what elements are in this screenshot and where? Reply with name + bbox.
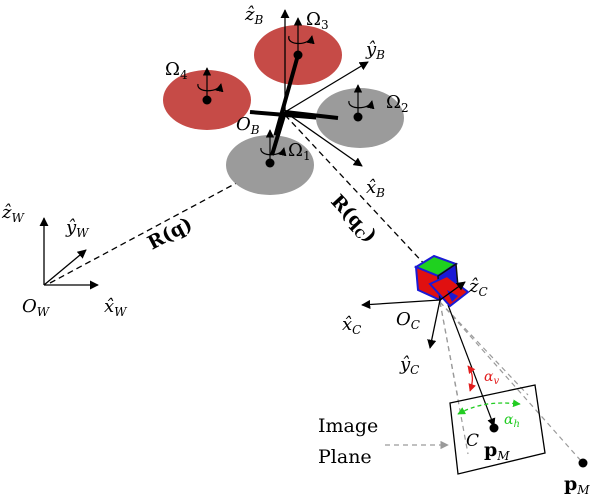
camera-frame-axes <box>361 281 466 349</box>
label-omega-1: Ω1 <box>288 140 311 163</box>
rqc-link <box>284 114 429 269</box>
label-omega-3: Ω3 <box>306 9 329 32</box>
label-yB: ŷB <box>365 39 385 62</box>
label-RqC: R(qC) <box>325 190 381 248</box>
world-frame-axes <box>39 217 99 290</box>
label-image: Image <box>318 415 378 437</box>
label-omega-2: Ω2 <box>386 92 409 115</box>
image-plane <box>449 384 546 475</box>
alpha-v-arc <box>467 365 476 392</box>
label-xC: x̂C <box>342 314 361 337</box>
label-OB: OB <box>236 114 260 137</box>
label-xW: x̂W <box>104 296 128 319</box>
omega-4-arrow <box>197 67 224 100</box>
yC-axis <box>427 299 441 349</box>
label-plane: Plane <box>318 446 372 468</box>
label-alpha-h: αh <box>504 412 520 430</box>
camera-fov-lines <box>439 301 583 463</box>
yW-axis <box>43 249 87 286</box>
projected-point <box>489 423 499 433</box>
label-pM-world: pM <box>564 473 590 494</box>
omega-2-arrow <box>348 84 375 117</box>
label-C: C <box>466 431 479 451</box>
yB-axis <box>284 61 369 113</box>
label-yC: ŷC <box>399 354 419 377</box>
label-alpha-v: αv <box>484 369 499 387</box>
body-frame-axes <box>280 9 369 167</box>
xC-axis <box>361 299 441 310</box>
label-zB: ẑB <box>244 4 263 27</box>
arm-right <box>284 110 339 120</box>
xB-axis <box>284 111 363 167</box>
camera-body <box>413 254 470 308</box>
label-yW: ŷW <box>65 217 90 240</box>
arm-left <box>270 111 287 156</box>
omega-3-arrow <box>288 17 315 55</box>
label-pM-projected: pM <box>484 439 510 463</box>
rq-link <box>49 164 271 284</box>
label-xB: x̂B <box>366 177 385 200</box>
alpha-h-arc <box>457 399 521 415</box>
label-OW: OW <box>22 296 51 319</box>
omega-1-arrow <box>260 129 287 163</box>
label-zC: ẑC <box>468 276 488 299</box>
label-OC: OC <box>396 309 420 332</box>
world-point <box>578 458 588 468</box>
label-omega-4: Ω4 <box>165 59 188 82</box>
label-zW: ẑW <box>1 202 25 225</box>
zC-axis <box>439 281 466 301</box>
